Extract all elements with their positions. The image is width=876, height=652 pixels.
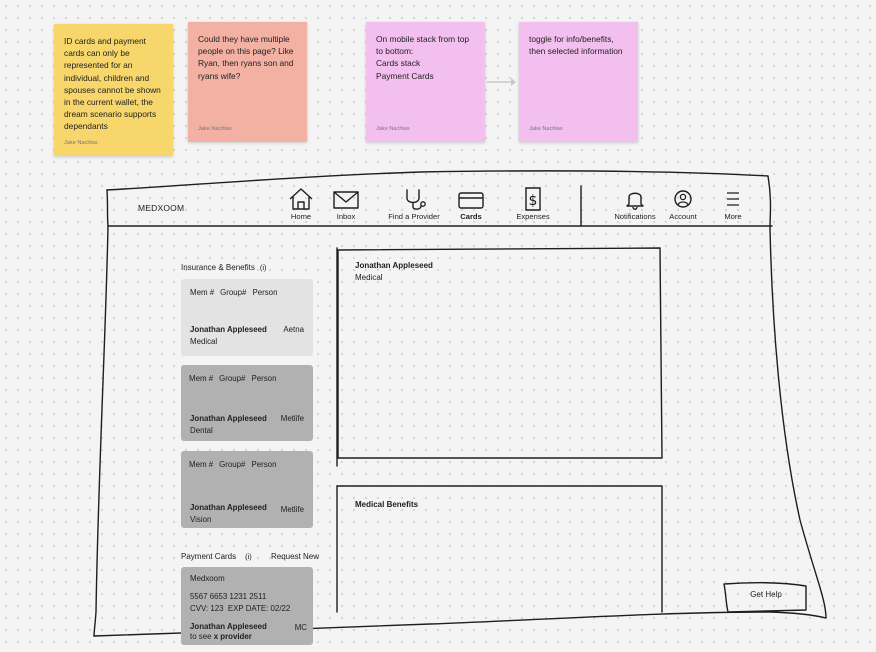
insurance-title: Insurance & Benefits bbox=[181, 263, 255, 272]
stethoscope-icon bbox=[406, 189, 426, 210]
person-label: Person bbox=[252, 288, 278, 297]
sticky-note-author: Jake Nachlas bbox=[64, 140, 98, 146]
person-label: Person bbox=[251, 374, 277, 383]
sticky-note-text: ID cards and payment cards can only be r… bbox=[64, 36, 161, 132]
connector-arrow bbox=[487, 78, 516, 86]
get-help-button[interactable]: Get Help bbox=[728, 586, 804, 608]
payment-card-cvv-exp: CVV: 123 EXP DATE: 02/22 bbox=[190, 604, 291, 613]
card-columns: Mem # Group# Person bbox=[190, 288, 283, 297]
insurance-card-medical[interactable]: Mem # Group# Person Jonathan Appleseed Aet… bbox=[181, 279, 313, 356]
sticky-note-mobile-stack: On mobile stack from top to bottom: Card… bbox=[366, 22, 485, 142]
card-type: Dental bbox=[190, 426, 213, 435]
sticky-note-text: On mobile stack from top to bottom: Card… bbox=[376, 34, 470, 81]
app-logo: MEDXOOM bbox=[138, 203, 185, 213]
nav-find-provider[interactable]: Find a Provider bbox=[384, 186, 444, 221]
card-holder-name: Jonathan Appleseed bbox=[190, 503, 267, 512]
payment-card-note: to see x provider bbox=[190, 632, 252, 641]
dollar-document-icon: $ bbox=[525, 187, 541, 211]
nav-account[interactable]: Account bbox=[665, 186, 701, 221]
note-prefix: to see bbox=[190, 632, 214, 641]
card-holder-name: Jonathan Appleseed bbox=[190, 622, 267, 631]
card-carrier: Aetna bbox=[283, 325, 304, 334]
insurance-card-dental[interactable]: Mem # Group# Person Jonathan Appleseed Met… bbox=[181, 365, 313, 441]
card-carrier: Metlife bbox=[280, 414, 304, 423]
nav-inbox[interactable]: Inbox bbox=[329, 186, 363, 221]
card-icon bbox=[458, 192, 484, 209]
card-type: Medical bbox=[190, 337, 218, 346]
nav-label: Cards bbox=[460, 212, 482, 221]
nav-label: Find a Provider bbox=[388, 212, 440, 221]
mem-label: Mem # bbox=[190, 288, 215, 297]
account-icon bbox=[674, 190, 692, 208]
card-holder-name: Jonathan Appleseed bbox=[190, 414, 267, 423]
group-label: Group# bbox=[219, 374, 246, 383]
benefits-title: Medical Benefits bbox=[355, 500, 419, 509]
payment-section-header: Payment Cards (i) bbox=[181, 552, 252, 561]
nav-cards[interactable]: Cards bbox=[455, 186, 487, 221]
note-provider: x provider bbox=[213, 632, 252, 641]
menu-icon bbox=[727, 192, 739, 206]
nav-home[interactable]: Home bbox=[284, 186, 318, 221]
svg-text:$: $ bbox=[529, 193, 538, 209]
sticky-note-author: Jake Nachlas bbox=[529, 126, 563, 132]
home-icon bbox=[289, 188, 313, 210]
sticky-note-text: toggle for info/benefits, then selected … bbox=[529, 34, 623, 57]
sticky-note-toggle: toggle for info/benefits, then selected … bbox=[519, 22, 638, 142]
group-label: Group# bbox=[219, 460, 246, 469]
payment-card[interactable]: Medxoom 5567 6653 1231 2511 CVV: 123 EXP… bbox=[181, 567, 313, 645]
card-columns: Mem # Group# Person bbox=[189, 374, 282, 383]
insurance-card-vision[interactable]: Mem # Group# Person Jonathan Appleseed Met… bbox=[181, 451, 313, 528]
sticky-note-text: Could they have multiple people on this … bbox=[198, 34, 294, 81]
info-icon[interactable]: (i) bbox=[259, 263, 267, 272]
sticky-note-multiple-people: Could they have multiple people on this … bbox=[188, 22, 307, 142]
card-carrier: Metlife bbox=[280, 505, 304, 514]
person-label: Person bbox=[251, 460, 277, 469]
mem-label: Mem # bbox=[189, 374, 214, 383]
nav-label: Inbox bbox=[336, 212, 356, 221]
card-type: Vision bbox=[190, 515, 212, 524]
mem-label: Mem # bbox=[189, 460, 214, 469]
get-help-label: Get Help bbox=[750, 590, 782, 599]
detail-plan-type: Medical bbox=[355, 273, 383, 282]
card-network: MC bbox=[294, 623, 307, 632]
sticky-note-author: Jake Nachlas bbox=[198, 126, 232, 132]
card-holder-name: Jonathan Appleseed bbox=[190, 325, 267, 334]
payment-title: Payment Cards bbox=[181, 552, 237, 561]
sticky-note-id-cards: ID cards and payment cards can only be r… bbox=[54, 24, 173, 156]
sticky-note-author: Jake Nachlas bbox=[376, 126, 410, 132]
payment-card-brand: Medxoom bbox=[190, 574, 225, 583]
nav-label: More bbox=[724, 212, 742, 221]
bell-icon bbox=[626, 192, 644, 210]
nav-label: Home bbox=[290, 212, 312, 221]
request-new-link[interactable]: Request New bbox=[271, 552, 320, 561]
envelope-icon bbox=[333, 191, 359, 209]
detail-person-name: Jonathan Appleseed bbox=[355, 261, 433, 270]
nav-label: Notifications bbox=[614, 212, 656, 221]
nav-label: Expenses bbox=[516, 212, 550, 221]
card-columns: Mem # Group# Person bbox=[189, 460, 282, 469]
nav-notifications[interactable]: Notifications bbox=[610, 186, 660, 221]
nav-label: Account bbox=[669, 212, 697, 221]
nav-more[interactable]: More bbox=[718, 186, 748, 221]
group-label: Group# bbox=[220, 288, 247, 297]
payment-card-number: 5567 6653 1231 2511 bbox=[190, 592, 267, 601]
insurance-section-header: Insurance & Benefits (i) bbox=[181, 263, 267, 272]
nav-expenses[interactable]: $ Expenses bbox=[512, 186, 554, 221]
info-icon[interactable]: (i) bbox=[245, 552, 252, 561]
